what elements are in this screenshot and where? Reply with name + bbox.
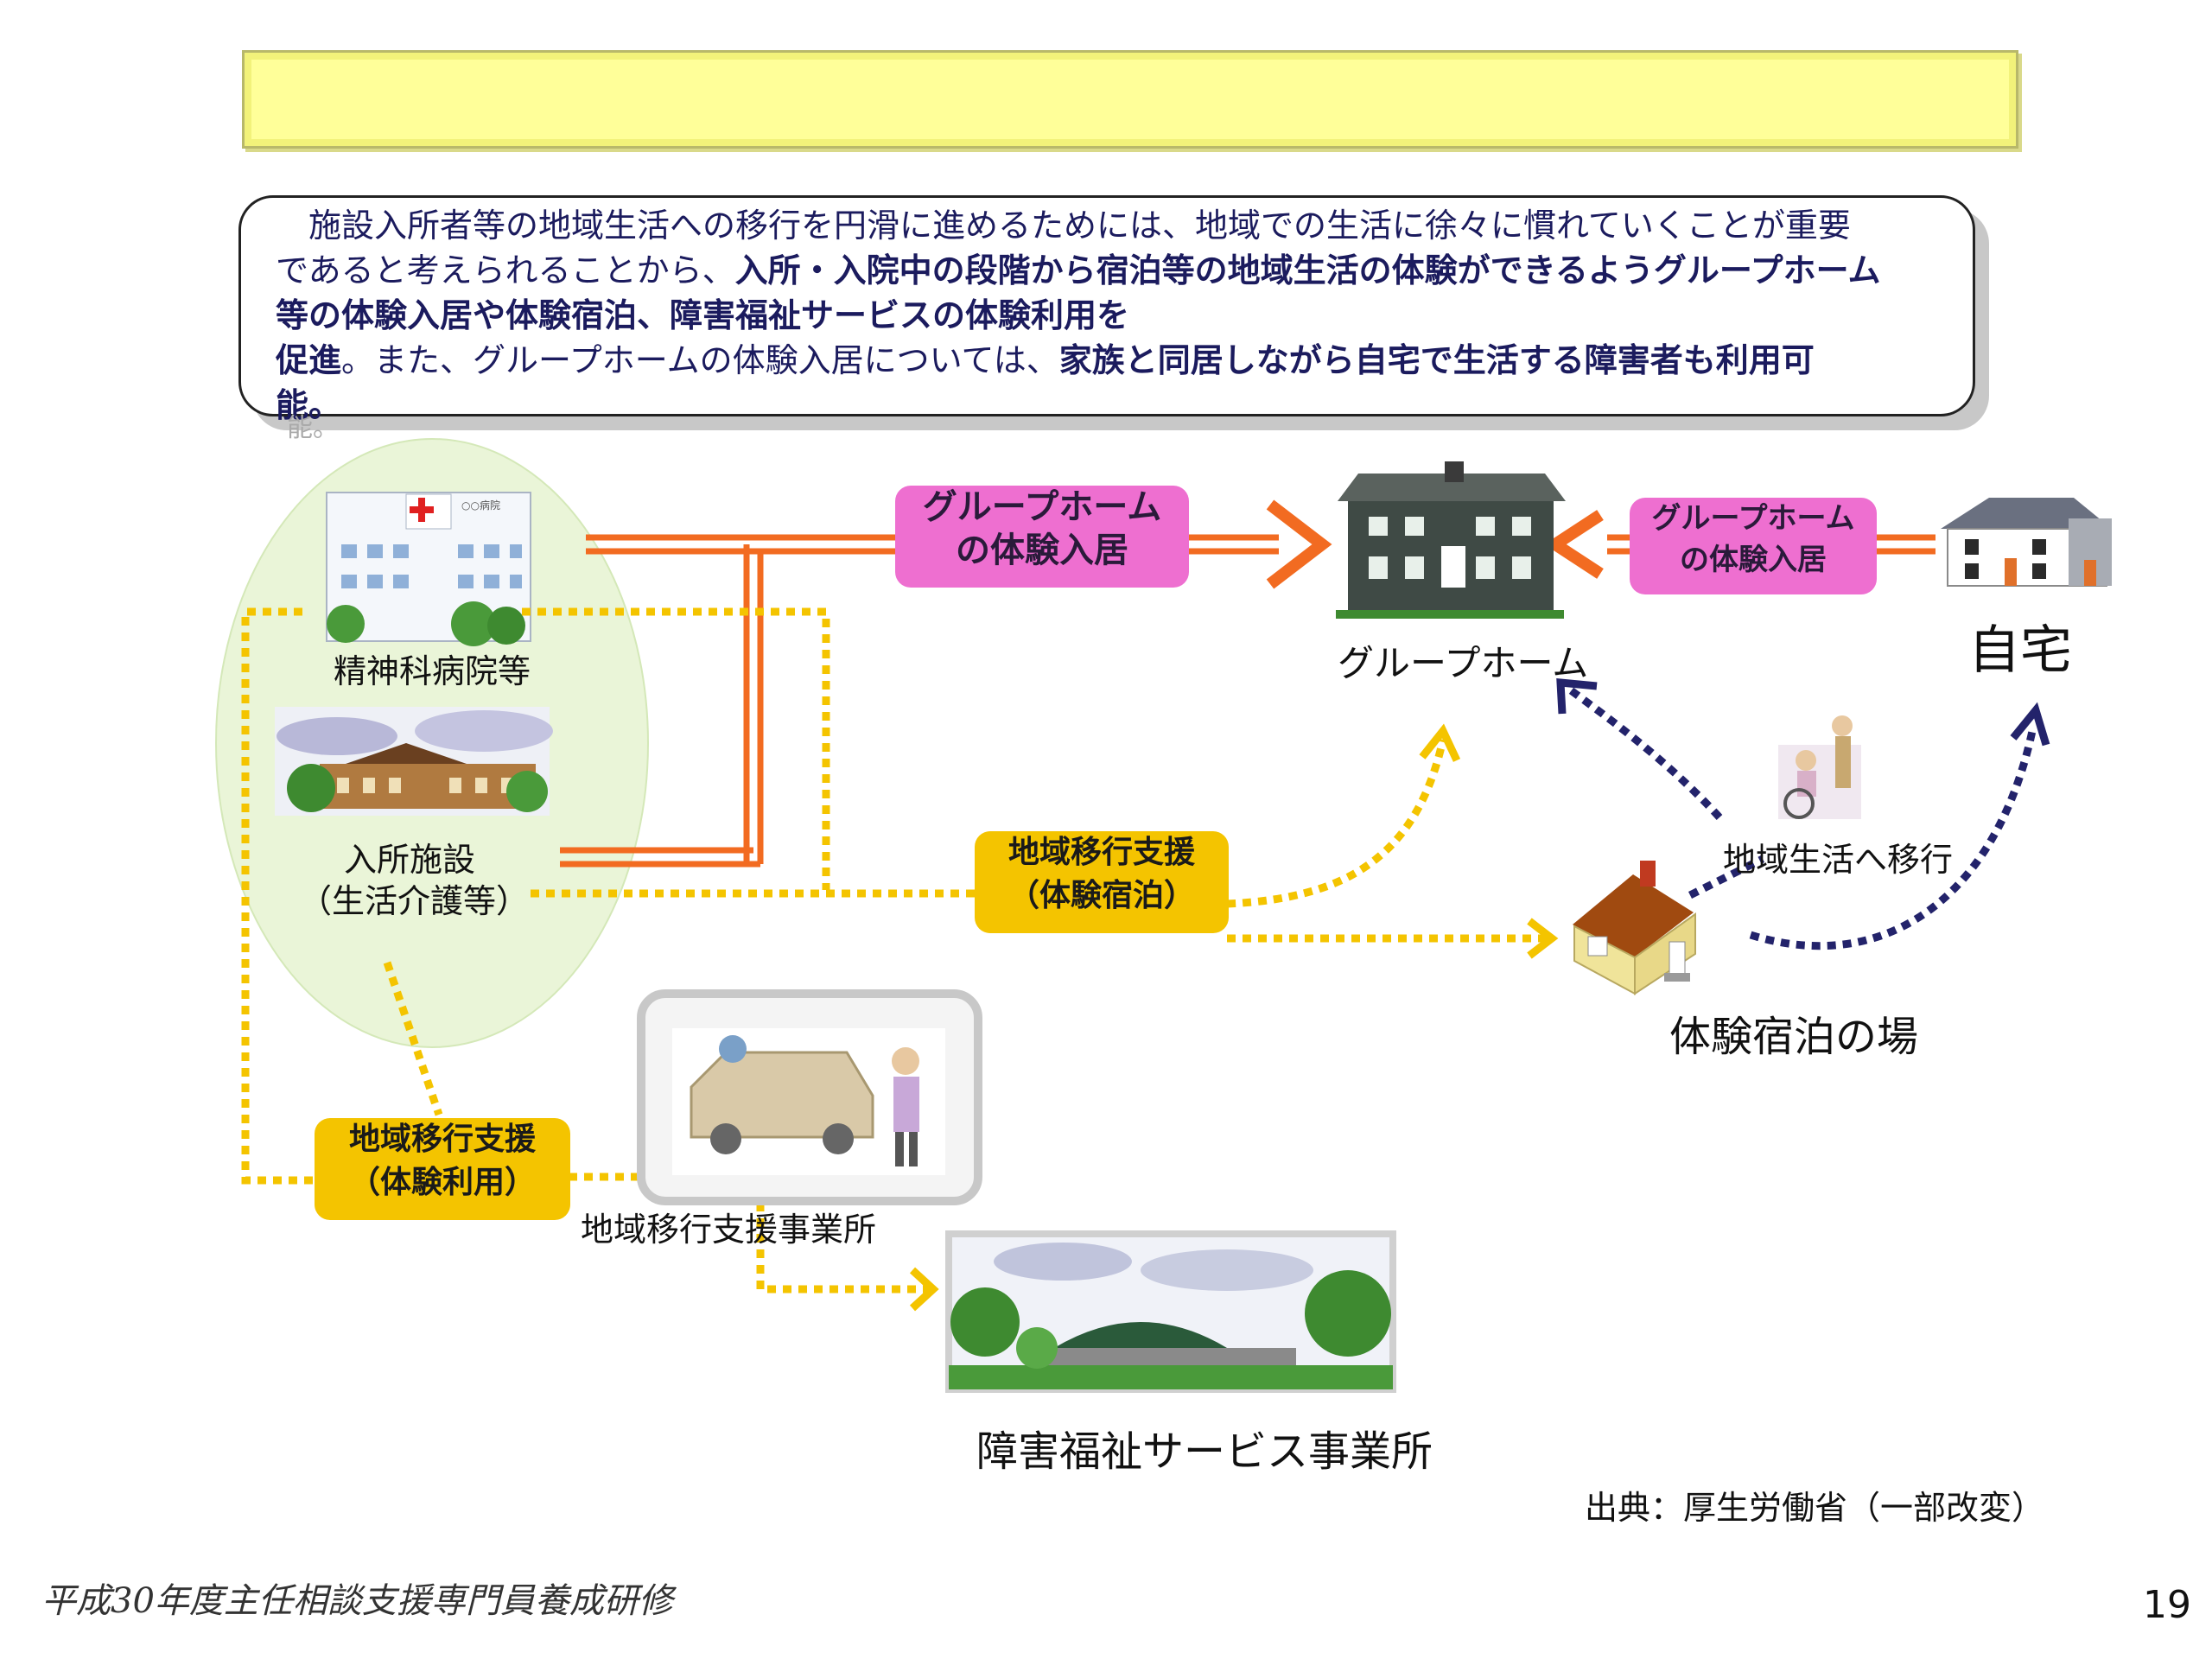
arrow-to-grouphome-left <box>1266 499 1332 589</box>
arrow-navy-to-home <box>2010 702 2050 747</box>
grouphome-label: グループホーム <box>1338 642 1589 684</box>
trial-stay-house-icon <box>1573 861 1696 995</box>
grouphome-icon <box>1336 461 1566 619</box>
intro-line-2a: であると考えられることから、 <box>276 251 735 289</box>
support-use-line1: 地域移行支援 <box>348 1122 536 1157</box>
trial-stay-place-label: 体験宿泊の場 <box>1669 1013 1919 1061</box>
ghost-text: 能。 <box>287 413 339 443</box>
intro-line-2b: 入所・入院中の段階から宿泊等の地域生活の体験ができるようグループホーム <box>734 251 1881 289</box>
intro-text-box: 施設入所者等の地域生活への移行を円滑に進めるためには、地域での生活に徐々に慣れて… <box>238 195 1975 424</box>
footer-title: 平成30年度主任相談支援専門員養成研修 <box>41 1581 673 1621</box>
intro-line-4b: 。また、グループホームの体験入居については、 <box>341 341 1059 379</box>
intro-line-5: 能。 <box>276 386 342 424</box>
source-note: 出典：厚生労働省（一部改変） <box>1585 1489 2045 1527</box>
home-icon <box>1941 498 2112 587</box>
support-use-box: 地域移行支援 （体験利用） <box>315 1118 570 1220</box>
hospital-sign: ○○病院 <box>461 499 500 512</box>
arrow-navy-to-grouphome <box>1556 678 1598 715</box>
intro-line-1: 施設入所者等の地域生活への移行を円滑に進めるためには、地域での生活に徐々に慣れて… <box>276 207 1851 245</box>
transition-office-image <box>637 989 982 1205</box>
title-bar <box>242 50 2018 149</box>
gh-trial-left-line2: の体験入居 <box>956 531 1128 570</box>
gh-trial-left-box: グループホーム の体験入居 <box>895 486 1189 588</box>
gh-trial-right-line2: の体験入居 <box>1680 543 1827 577</box>
facility-label-2: （生活介護等） <box>299 882 530 920</box>
gh-trial-right-line1: グループホーム <box>1651 501 1855 536</box>
gh-trial-right-box: グループホーム の体験入居 <box>1630 498 1877 594</box>
intro-line-4a: 促進 <box>276 341 342 379</box>
caregiver-icon <box>1778 715 1861 819</box>
support-stay-box: 地域移行支援 （体験宿泊） <box>975 831 1229 933</box>
intro-line-4c: 家族と同居しながら自宅で生活する障害者も利用可 <box>1058 341 1815 379</box>
facility-label-1: 入所施設 <box>344 841 476 879</box>
move-to-community-label: 地域生活へ移行 <box>1723 841 1954 879</box>
support-use-line2: （体験利用） <box>348 1165 536 1200</box>
arrow-to-grouphome-right <box>1544 510 1604 579</box>
support-stay-line2: （体験宿泊） <box>1007 878 1195 913</box>
hospital-icon <box>326 492 531 646</box>
hospital-label: 精神科病院等 <box>334 652 531 690</box>
facility-icon <box>275 707 553 816</box>
support-stay-line1: 地域移行支援 <box>1007 835 1195 870</box>
welfare-office-image <box>945 1230 1396 1393</box>
welfare-office-label: 障害福祉サービス事業所 <box>976 1427 1433 1476</box>
transition-office-label: 地域移行支援事業所 <box>581 1211 877 1249</box>
page-number: 19 <box>2143 1583 2191 1627</box>
home-label: 自宅 <box>1968 620 2072 681</box>
gh-trial-left-line1: グループホーム <box>922 487 1162 527</box>
intro-line-3: 等の体験入居や体験宿泊、障害福祉サービスの体験利用を <box>276 296 1130 334</box>
